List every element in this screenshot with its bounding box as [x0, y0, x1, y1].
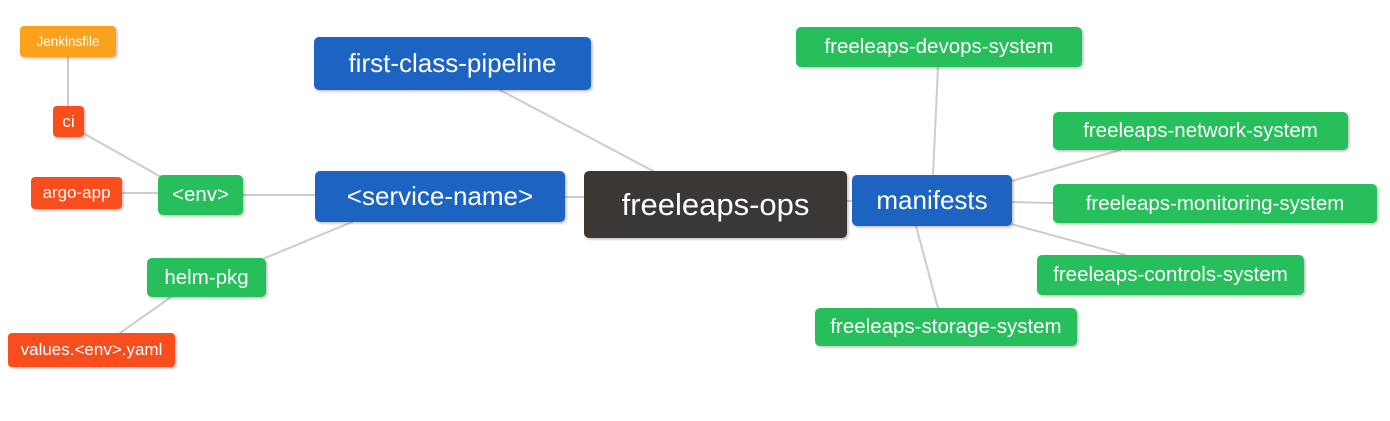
node-freeleaps-ops-root[interactable]: freeleaps-ops	[584, 171, 847, 238]
node-ci[interactable]: ci	[53, 106, 84, 137]
edge-pipeline-ops	[499, 89, 654, 172]
edge-manifests-monitoring	[1011, 201, 1054, 204]
edge-ci-env	[82, 132, 162, 178]
node-monitoring-system[interactable]: freeleaps-monitoring-system	[1053, 184, 1377, 223]
edge-service-name-helm-pkg	[264, 221, 353, 259]
node-values-env-yaml[interactable]: values.<env>.yaml	[8, 333, 175, 367]
node-helm-pkg[interactable]: helm-pkg	[147, 258, 266, 297]
edge-manifests-devops	[932, 66, 939, 176]
edge-manifests-storage	[915, 225, 939, 309]
node-devops-system[interactable]: freeleaps-devops-system	[796, 27, 1082, 67]
node-first-class-pipeline[interactable]: first-class-pipeline	[314, 37, 591, 90]
node-manifests[interactable]: manifests	[852, 175, 1012, 226]
node-controls-system[interactable]: freeleaps-controls-system	[1037, 255, 1304, 295]
node-argo-app[interactable]: argo-app	[31, 177, 122, 209]
edge-manifests-network	[1011, 149, 1121, 182]
edge-helm-pkg-values	[119, 296, 172, 334]
node-storage-system[interactable]: freeleaps-storage-system	[815, 308, 1077, 346]
node-env[interactable]: <env>	[158, 175, 243, 215]
node-jenkinsfile[interactable]: Jenkinsfile	[20, 26, 116, 57]
edge-manifests-controls	[1010, 223, 1126, 256]
node-service-name[interactable]: <service-name>	[315, 171, 565, 222]
node-network-system[interactable]: freeleaps-network-system	[1053, 112, 1348, 150]
